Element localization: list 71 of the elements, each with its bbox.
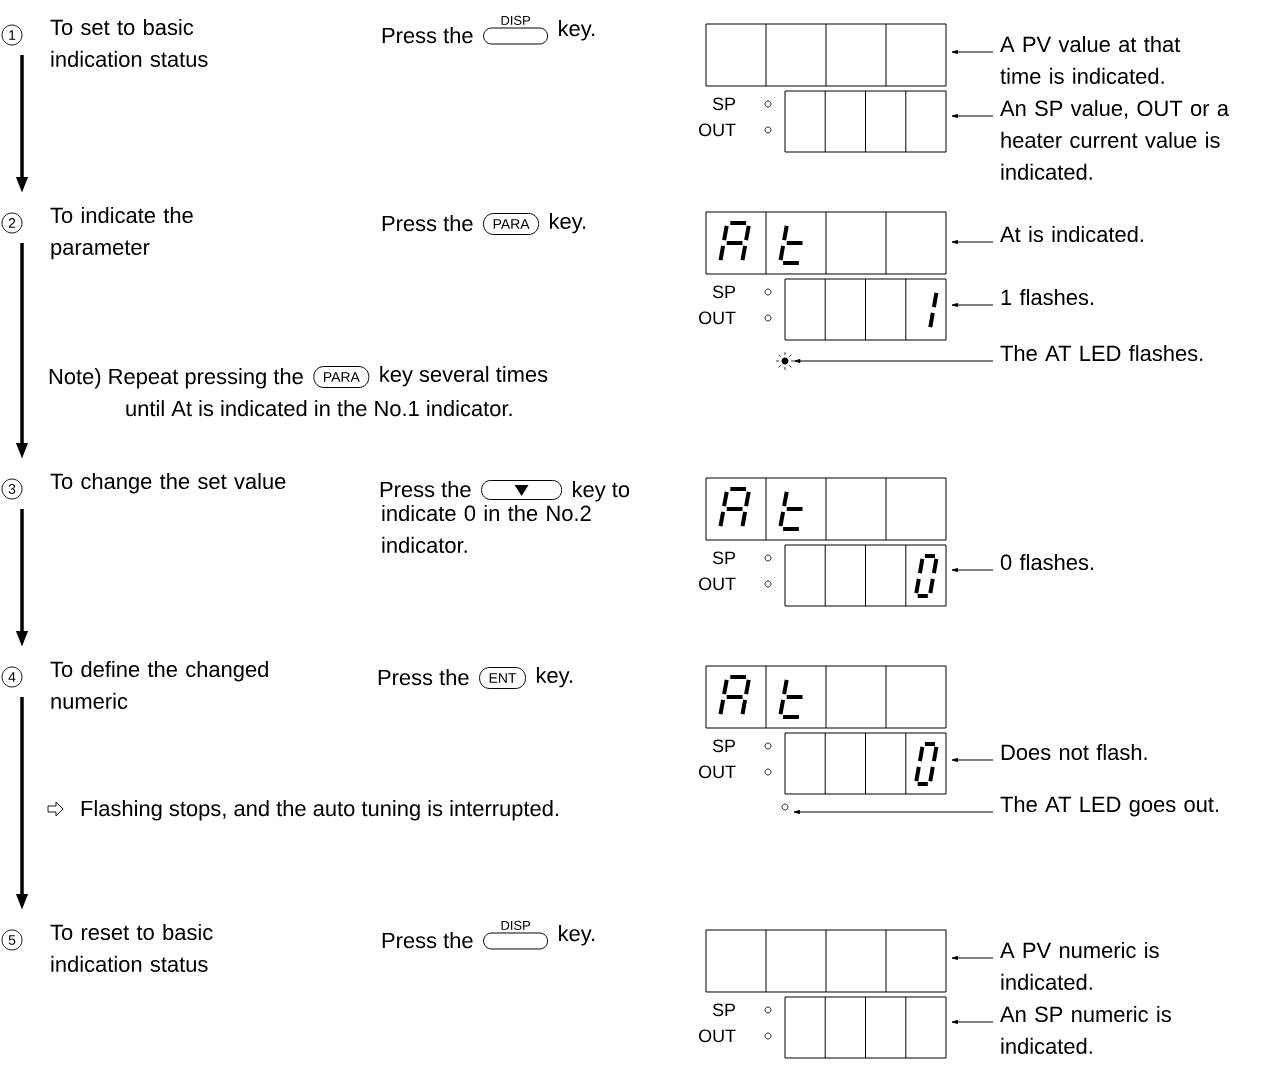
- leader-arrow: [794, 359, 994, 363]
- step-number: 5: [1, 929, 23, 951]
- step-text: To reset to basic indication status: [50, 924, 213, 972]
- indicator-label: OUT: [699, 765, 736, 779]
- key: ENT: [479, 667, 526, 689]
- indicator-label: SP: [712, 285, 736, 299]
- leader-arrow: [951, 50, 994, 54]
- step-text: To define the changed numeric: [50, 661, 268, 709]
- note-text: Flashing stops, and the auto tuning is interrupted.: [81, 800, 558, 821]
- instruction-text: Press the: [382, 27, 473, 44]
- indicator-label: OUT: [699, 311, 736, 325]
- step-number: 2: [1, 212, 23, 234]
- indicator-label: SP: [712, 1003, 736, 1017]
- instruction-text: key several times: [380, 365, 548, 387]
- step-number: 4: [1, 666, 23, 688]
- leader-arrow: [951, 956, 994, 960]
- key: PARA: [483, 213, 540, 235]
- callout-text: The AT LED goes out.: [1000, 796, 1219, 817]
- callout-text: A PV value at that time is indicated.: [1000, 36, 1181, 84]
- instruction-text: indicate 0 in the No.2 indicator.: [382, 505, 591, 553]
- display-panel: [705, 211, 947, 275]
- leader-arrow: [951, 114, 994, 118]
- key: DISP: [483, 15, 549, 45]
- flashing-led-icon: [775, 351, 795, 371]
- display-panel: [705, 665, 947, 729]
- leader-arrow: [951, 568, 994, 572]
- leader-arrow: [951, 303, 994, 307]
- display-panel: [784, 996, 947, 1059]
- instruction-text: Press the: [378, 669, 469, 686]
- leader-arrow: [951, 240, 994, 244]
- indicator-label: OUT: [699, 1029, 736, 1043]
- instruction-text: key to: [573, 481, 630, 502]
- display-panel: [784, 544, 947, 607]
- instruction-text: key.: [536, 666, 573, 688]
- display-panel: [784, 278, 947, 341]
- display-panel: [705, 929, 947, 993]
- instruction-text: Press the: [382, 215, 473, 232]
- instruction-text: key.: [559, 20, 595, 41]
- callout-text: At is indicated.: [1000, 226, 1143, 243]
- step-text: To change the set value: [50, 473, 286, 494]
- indicator-label: OUT: [699, 123, 736, 137]
- callout-text: An SP numeric is indicated.: [1000, 1006, 1171, 1054]
- indicator-label: SP: [712, 97, 736, 111]
- leader-arrow: [793, 810, 994, 814]
- indicator-label: SP: [712, 739, 736, 753]
- callout-text: The AT LED flashes.: [1000, 345, 1203, 362]
- key: DISP: [483, 920, 549, 950]
- instruction-text: Note) Repeat pressing the: [49, 368, 303, 389]
- step-number: 3: [1, 478, 23, 500]
- instruction-text: until At is indicated in the No.1 indicator.: [126, 400, 512, 417]
- callout-text: A PV numeric is indicated.: [1000, 942, 1159, 990]
- display-panel: [705, 23, 947, 87]
- display-panel: [784, 90, 947, 153]
- display-panel: [784, 732, 947, 795]
- indicator-label: OUT: [699, 577, 736, 591]
- instruction-text: key.: [550, 212, 586, 234]
- instruction-text: Press the: [380, 481, 471, 498]
- callout-text: 0 flashes.: [1000, 554, 1093, 571]
- step-text: To indicate the parameter: [50, 207, 193, 260]
- key: PARA: [313, 366, 370, 388]
- instruction-text: key.: [559, 925, 595, 946]
- leader-arrow: [951, 1020, 994, 1024]
- callout-text: An SP value, OUT or a heater current value is indicated.: [1000, 100, 1229, 180]
- step-number: 1: [1, 24, 23, 46]
- step-text: To set to basic indication status: [50, 19, 208, 67]
- leader-arrow: [951, 758, 994, 762]
- display-panel: [705, 477, 947, 541]
- callout-text: Does not flash.: [1001, 744, 1147, 761]
- callout-text: 1 flashes.: [1001, 289, 1093, 306]
- indicator-label: SP: [712, 551, 736, 565]
- instruction-text: Press the: [382, 932, 473, 949]
